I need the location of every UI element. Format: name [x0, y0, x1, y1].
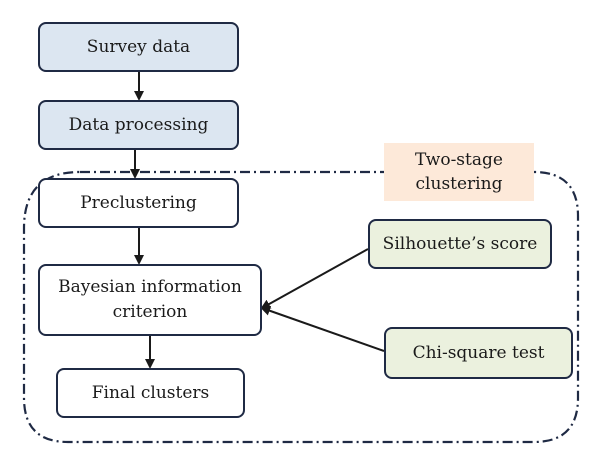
preclustering-node: Preclustering: [38, 178, 239, 228]
arrow-chisquare-to-bic: [260, 305, 385, 352]
arrow-silhouette-to-bic: [260, 248, 369, 309]
bayesian-information-criterion-node: Bayesian information criterion: [38, 264, 262, 336]
silhouette-score-node: Silhouette’s score: [368, 219, 552, 269]
two-stage-clustering-boundary: [22, 170, 580, 444]
final-clusters-node: Final clusters: [56, 368, 245, 418]
chi-square-test-node: Chi-square test: [384, 327, 573, 379]
two-stage-clustering-label: Two-stage clustering: [384, 143, 534, 201]
survey-data-node: Survey data: [38, 22, 239, 72]
data-processing-node: Data processing: [38, 100, 239, 150]
